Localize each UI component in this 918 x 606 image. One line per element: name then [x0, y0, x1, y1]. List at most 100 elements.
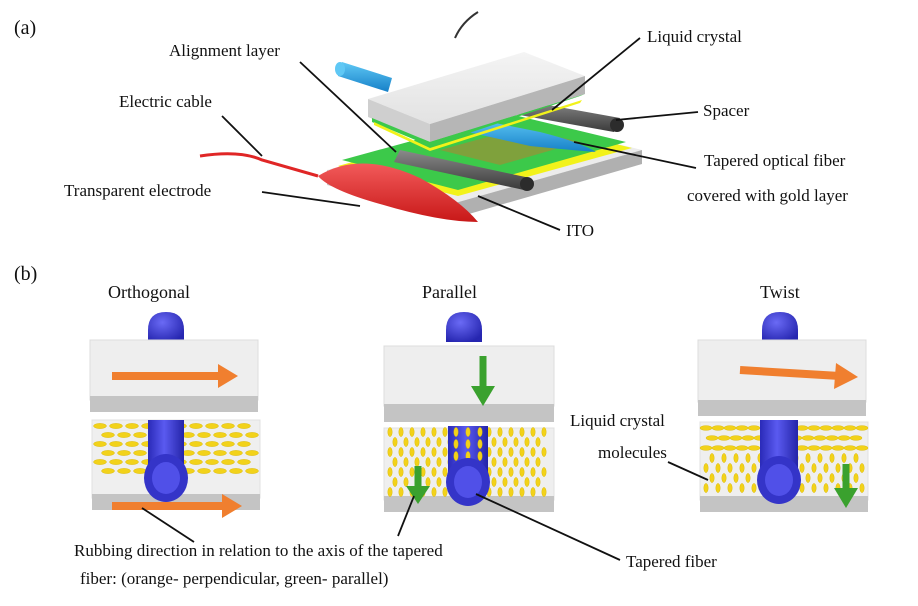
lc-molecule — [436, 477, 442, 487]
lc-molecule — [751, 463, 757, 473]
lc-molecule — [237, 441, 251, 447]
lc-molecule — [733, 473, 739, 483]
lc-molecule — [465, 439, 471, 449]
lc-molecule — [747, 425, 761, 431]
lc-molecule — [245, 468, 259, 474]
lc-molecule — [189, 459, 203, 465]
lc-molecule — [508, 487, 514, 497]
lc-molecule — [711, 425, 725, 431]
lc-molecule — [530, 487, 536, 497]
lc-molecule — [205, 423, 219, 429]
lc-molecule — [524, 457, 530, 467]
lc-molecule — [859, 463, 865, 473]
lc-molecule — [109, 459, 123, 465]
top-cable — [454, 11, 479, 39]
lc-molecule — [853, 473, 859, 483]
panel-b: (b) Orthogonal Parallel Twist — [14, 263, 869, 588]
lc-molecule — [133, 432, 147, 438]
lc-molecule — [751, 483, 757, 493]
lc-molecule — [843, 445, 857, 451]
lc-molecule — [497, 467, 503, 477]
lc-molecule — [801, 435, 815, 441]
lc-molecule — [409, 467, 415, 477]
lc-molecule — [213, 432, 227, 438]
lc-molecule — [819, 445, 833, 451]
lc-molecule — [436, 437, 442, 447]
lc-molecule — [721, 473, 727, 483]
lc-molecule — [477, 451, 483, 461]
lc-molecule — [705, 435, 719, 441]
lc-molecule — [392, 437, 398, 447]
lc-molecule — [825, 435, 839, 441]
lc-molecule — [709, 453, 715, 463]
lc-molecule — [398, 487, 404, 497]
label-lc-molecules-1: Liquid crystal — [570, 411, 665, 430]
lc-molecule — [502, 477, 508, 487]
lc-molecule — [519, 487, 525, 497]
fiber-cap-orthogonal — [148, 312, 184, 342]
lc-molecule — [807, 445, 821, 451]
lc-molecule — [524, 437, 530, 447]
lc-molecule — [541, 487, 547, 497]
lc-molecule — [530, 427, 536, 437]
lc-molecule — [817, 453, 823, 463]
lc-molecule — [245, 432, 259, 438]
lc-molecule — [739, 483, 745, 493]
lc-molecule — [508, 467, 514, 477]
lc-molecule — [387, 447, 393, 457]
lc-molecule — [508, 427, 514, 437]
lc-molecule — [420, 427, 426, 437]
lc-molecule — [442, 467, 448, 477]
lc-molecule — [431, 447, 437, 457]
electric-cable — [199, 152, 319, 178]
lc-molecule — [133, 450, 147, 456]
lc-molecule — [93, 459, 107, 465]
lc-molecule — [502, 457, 508, 467]
lc-molecule — [805, 453, 811, 463]
label-spacer: Spacer — [703, 101, 750, 120]
lc-molecule — [442, 447, 448, 457]
lc-molecule — [519, 467, 525, 477]
title-orthogonal: Orthogonal — [108, 282, 190, 302]
panel-a-tag: (a) — [14, 17, 36, 39]
lc-molecule — [729, 435, 743, 441]
label-lc-molecules-2: molecules — [598, 443, 667, 462]
green-arrow-bottom-parallel — [406, 466, 430, 504]
lc-molecule — [823, 463, 829, 473]
lc-molecule — [519, 447, 525, 457]
lc-molecule — [221, 423, 235, 429]
lc-molecule — [807, 425, 821, 431]
lc-molecule — [442, 427, 448, 437]
lc-molecule — [721, 453, 727, 463]
lc-molecule — [117, 432, 131, 438]
lc-molecule — [403, 457, 409, 467]
lc-molecule — [745, 453, 751, 463]
lc-molecule — [541, 467, 547, 477]
lc-molecule — [711, 445, 725, 451]
lc-molecule — [101, 432, 115, 438]
lc-molecule — [392, 477, 398, 487]
lc-molecule — [741, 435, 755, 441]
lc-molecule — [109, 423, 123, 429]
label-transparent-electrode: Transparent electrode — [64, 181, 211, 200]
lc-molecule — [205, 459, 219, 465]
lc-molecule — [392, 457, 398, 467]
lc-molecule — [723, 425, 737, 431]
lc-molecule — [859, 483, 865, 493]
lc-molecule — [843, 425, 857, 431]
lc-molecule — [745, 473, 751, 483]
lc-molecule — [535, 457, 541, 467]
lc-molecule — [189, 423, 203, 429]
lc-molecule — [799, 483, 805, 493]
lc-molecule — [93, 441, 107, 447]
lc-molecule — [425, 477, 431, 487]
lc-molecule — [535, 477, 541, 487]
lc-molecule — [229, 432, 243, 438]
lc-molecule — [125, 441, 139, 447]
lc-molecule — [709, 473, 715, 483]
lc-molecule — [125, 459, 139, 465]
lc-molecule — [699, 425, 713, 431]
lc-molecule — [497, 447, 503, 457]
label-tapered-fiber-1: Tapered optical fiber — [704, 151, 846, 170]
lc-molecule — [409, 447, 415, 457]
